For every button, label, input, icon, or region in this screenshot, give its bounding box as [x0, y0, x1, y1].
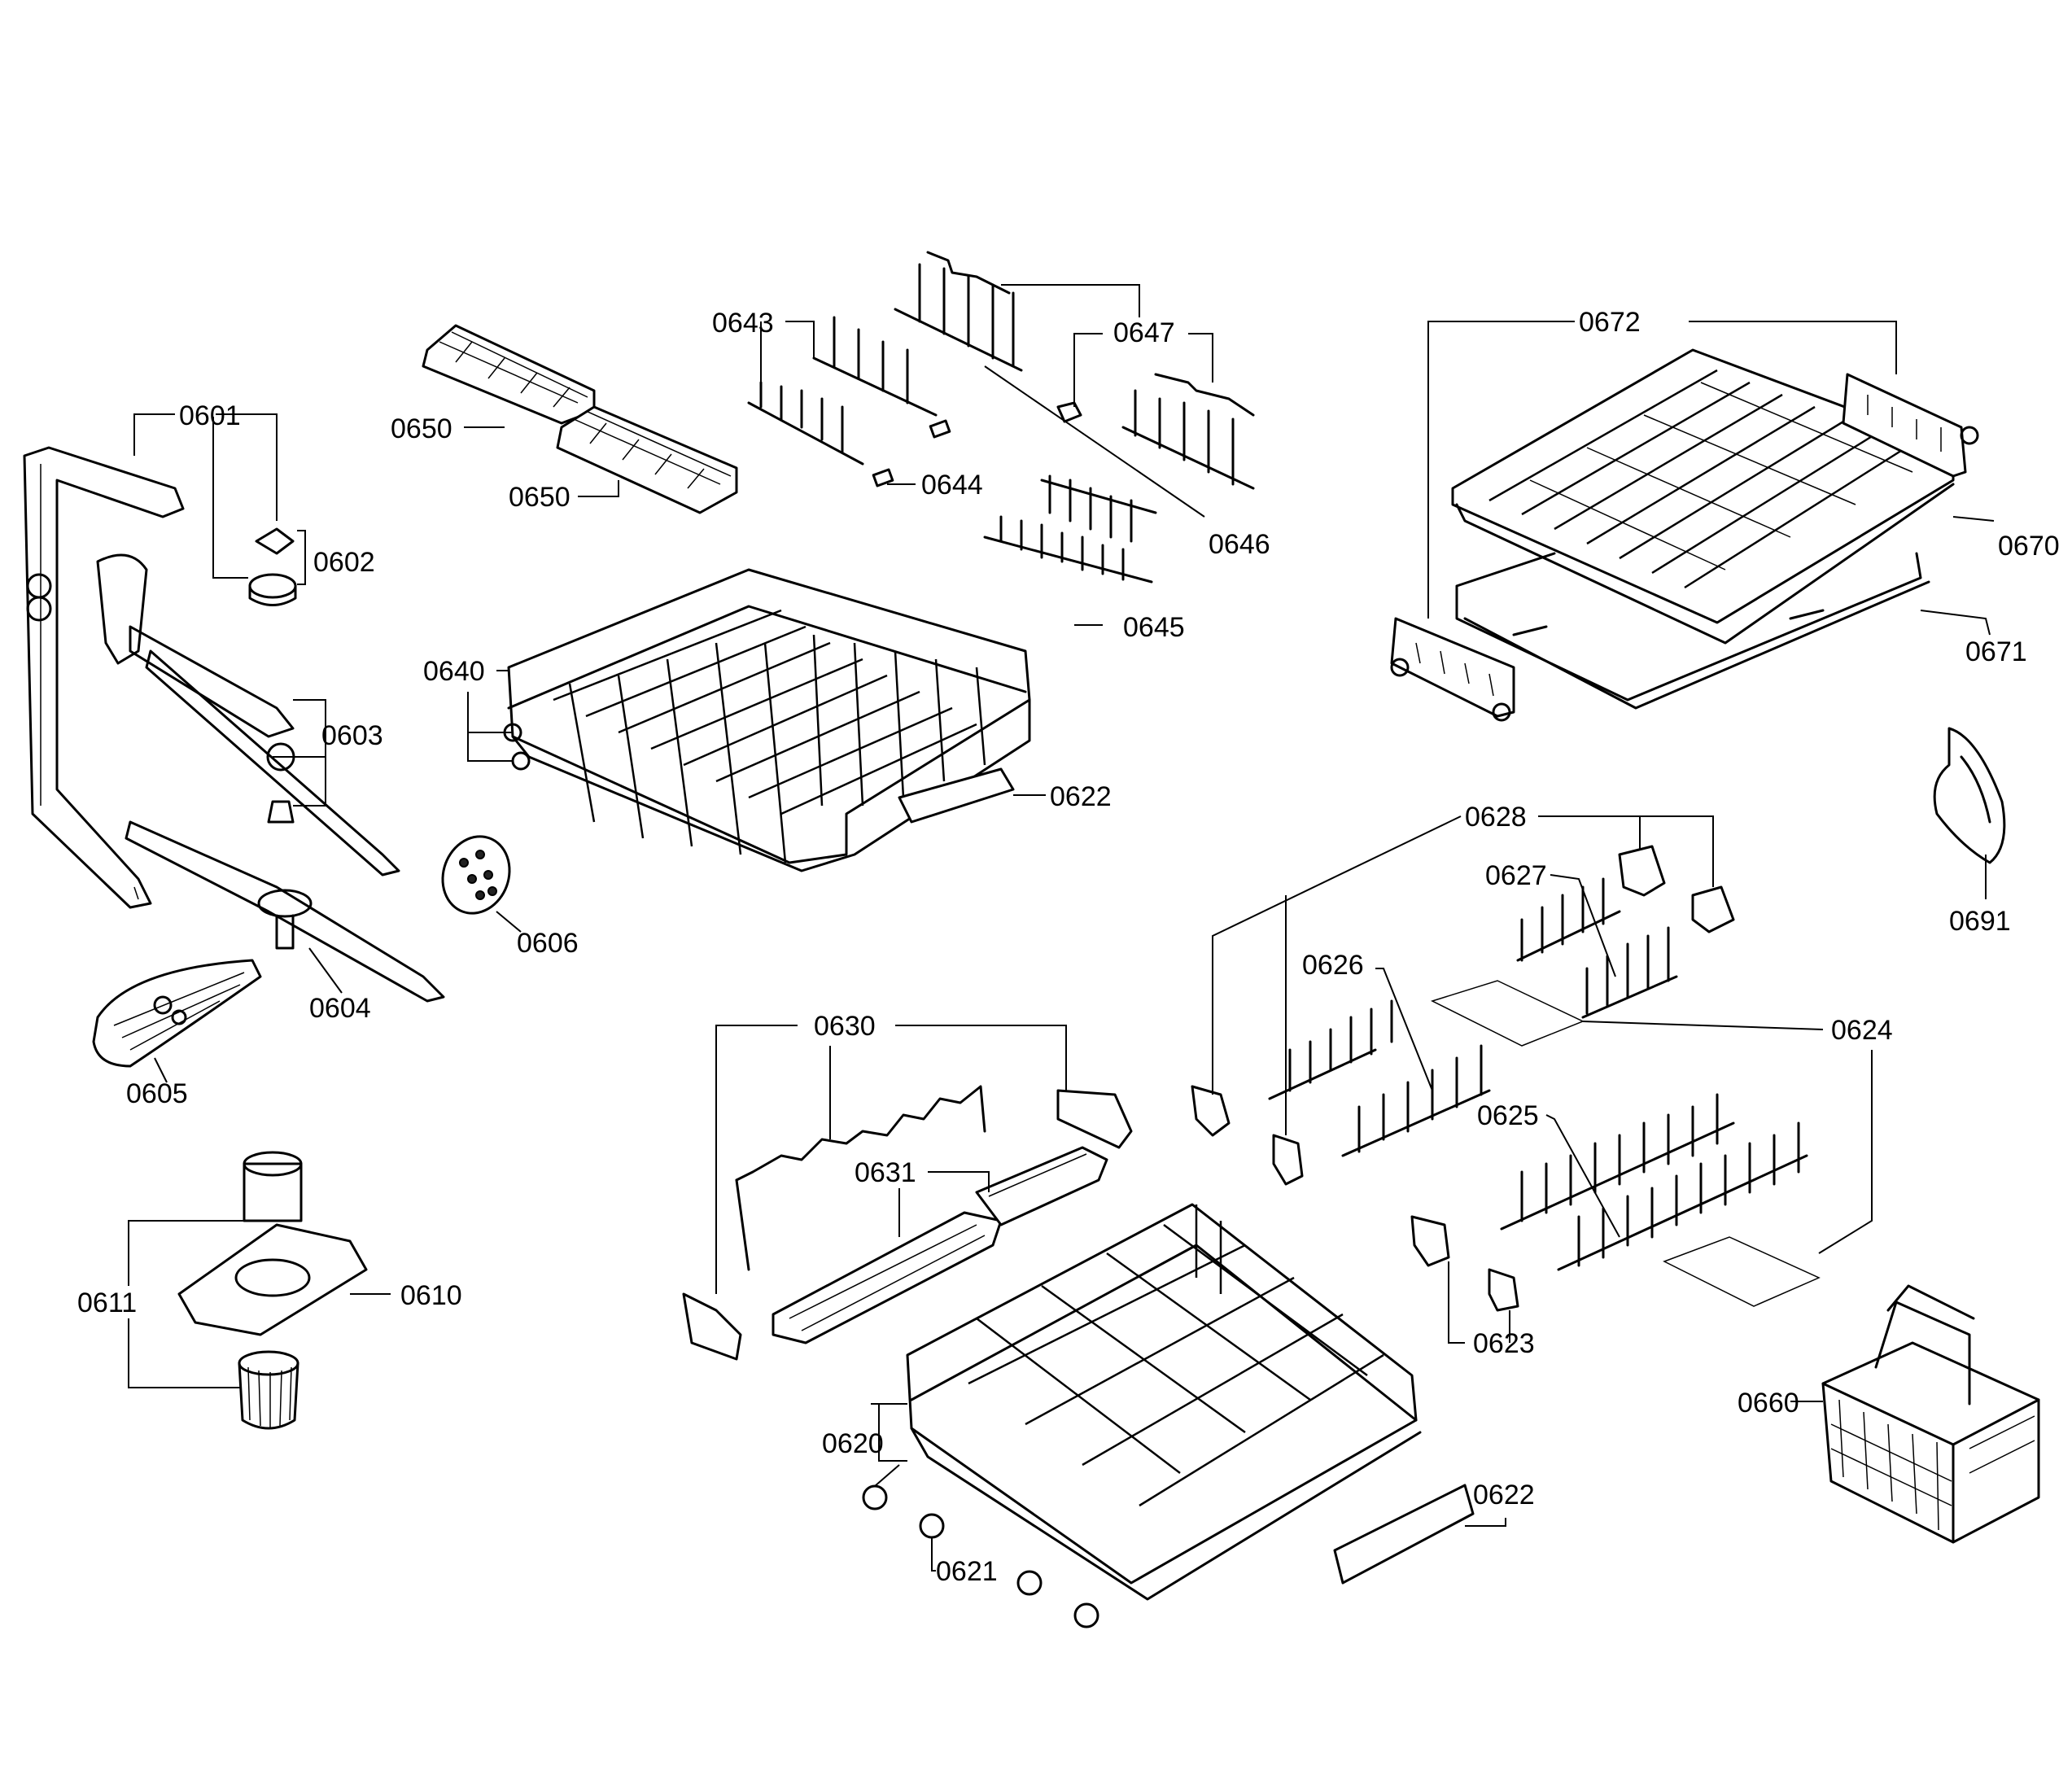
wheels-0621 [862, 1484, 1099, 1628]
clips-0623 [1410, 1215, 1519, 1312]
leader-lines [128, 284, 1995, 1572]
clips-0624 [1431, 980, 1821, 1307]
label-0622-bottom: 0622 [1473, 1480, 1535, 1510]
tines-0626 [1268, 999, 1491, 1157]
nozzle-0606 [441, 835, 511, 915]
tine-rack-0647 [894, 251, 1255, 490]
clips-0628 [1191, 845, 1735, 1186]
connector-0602 [248, 527, 297, 606]
clip-0691 [1933, 727, 2006, 864]
label-0628: 0628 [1465, 802, 1527, 833]
trim-strip-0622-bottom [1333, 1484, 1475, 1585]
cup-shelf-0650-a [422, 324, 596, 425]
label-0605: 0605 [126, 1078, 188, 1109]
label-0670: 0670 [1998, 531, 2060, 562]
clip-0644 [872, 401, 1082, 487]
micro-filter-0610 [177, 1151, 368, 1336]
label-0630: 0630 [814, 1011, 876, 1042]
lower-basket-0620 [906, 1203, 1422, 1601]
upper-spray-arm-0603 [96, 553, 400, 877]
label-0620: 0620 [822, 1428, 884, 1459]
feed-tube-0601 [23, 446, 185, 909]
tines-0625 [1500, 1093, 1808, 1271]
cup-shelf-0650-b [556, 405, 738, 514]
label-0626: 0626 [1302, 950, 1364, 981]
shelf-0631 [772, 1146, 1108, 1344]
upper-basket-0640 [503, 568, 1031, 872]
label-0624: 0624 [1831, 1015, 1893, 1046]
label-0610: 0610 [400, 1280, 462, 1311]
label-0647: 0647 [1113, 317, 1175, 348]
label-0627: 0627 [1485, 860, 1547, 891]
label-0603: 0603 [321, 720, 383, 751]
label-0643: 0643 [712, 308, 774, 339]
part-labels: 0601 0602 0603 0604 0605 0606 0610 0611 … [77, 307, 2060, 1587]
label-0640: 0640 [423, 656, 485, 687]
label-0644: 0644 [921, 470, 983, 501]
cutlery-basket-0660 [1821, 1284, 2040, 1544]
filter-cover-0605 [92, 959, 262, 1068]
cutlery-tray-0670 [1451, 348, 1955, 645]
label-0602: 0602 [313, 547, 375, 578]
tine-rack-0645 [983, 474, 1157, 584]
frame-0671 [1455, 552, 1930, 710]
lower-spray-arm-0604 [125, 820, 445, 1003]
label-0601: 0601 [179, 400, 241, 431]
label-0606: 0606 [517, 928, 579, 959]
tines-0627 [1516, 877, 1678, 1019]
label-0691: 0691 [1949, 906, 2011, 937]
label-0650-a: 0650 [391, 413, 452, 444]
label-0646: 0646 [1209, 529, 1270, 560]
label-0672: 0672 [1579, 307, 1641, 338]
label-0623: 0623 [1473, 1328, 1535, 1359]
label-0625: 0625 [1477, 1100, 1539, 1131]
label-0611: 0611 [77, 1287, 137, 1318]
tine-rack-0643 [747, 316, 938, 466]
label-0650-b: 0650 [509, 482, 570, 513]
label-0621: 0621 [936, 1556, 998, 1587]
fine-filter-0611 [238, 1350, 299, 1430]
label-0622-top: 0622 [1050, 781, 1112, 812]
label-0631: 0631 [855, 1157, 916, 1188]
label-0645: 0645 [1123, 612, 1185, 643]
rail-0672 [1390, 373, 1979, 722]
rail-0630 [682, 1085, 1133, 1361]
label-0604: 0604 [309, 993, 371, 1024]
label-0660: 0660 [1738, 1388, 1799, 1419]
label-0671: 0671 [1965, 636, 2027, 667]
trim-strip-0622-top [898, 767, 1015, 824]
